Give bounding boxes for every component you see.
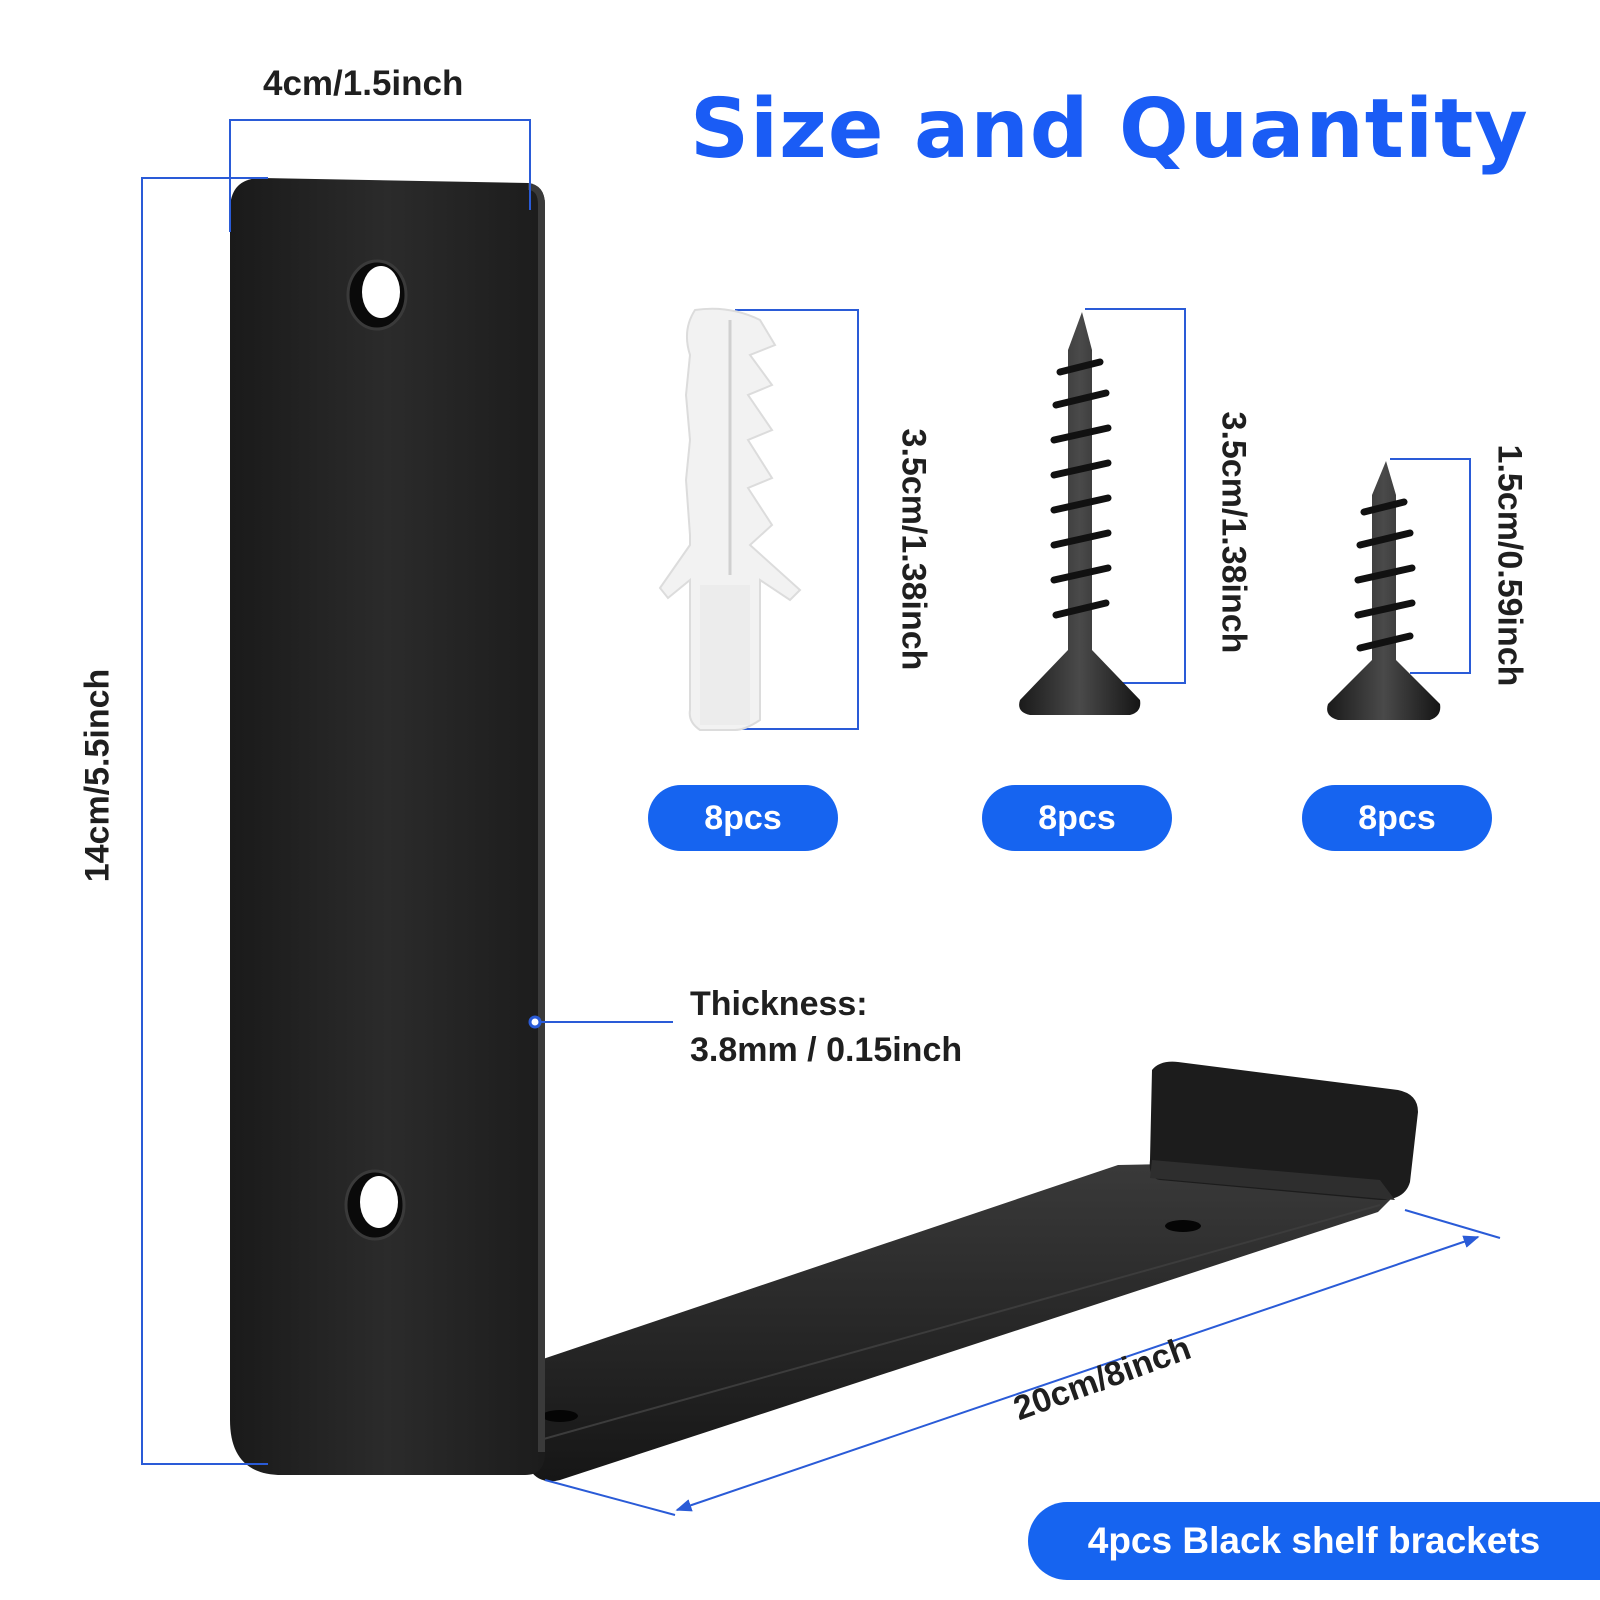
long-screw-size-guide [1085, 308, 1186, 684]
bracket-width-label: 4cm/1.5inch [263, 64, 464, 103]
wall-anchor-icon [658, 307, 802, 731]
anchor-size-guide [735, 309, 859, 730]
length-arrow [675, 1235, 1480, 1512]
short-screw-size-guide [1390, 458, 1471, 674]
arm-hole-icon [542, 1410, 578, 1422]
width-guide [229, 119, 531, 232]
height-guide [141, 177, 268, 1465]
thickness-marker [528, 1015, 542, 1029]
arm-hole-icon [1165, 1220, 1201, 1232]
thickness-value: 3.8mm / 0.15inch [690, 1031, 963, 1069]
long-screw-icon [1019, 312, 1141, 715]
long-screw-size-label: 3.5cm/1.38inch [1214, 411, 1253, 654]
page-title: Size and Quantity [690, 82, 1529, 177]
bracket-height-label: 14cm/5.5inch [78, 668, 117, 883]
bracket-end-lip [1149, 1061, 1418, 1200]
long-screw-quantity-badge: 8pcs [982, 785, 1172, 851]
short-screw-size-label: 1.5cm/0.59inch [1490, 444, 1529, 687]
anchor-size-label: 3.5cm/1.38inch [894, 428, 933, 671]
thickness-label: Thickness: [690, 985, 868, 1023]
bracket-lip-highlight [1150, 1160, 1395, 1200]
dimension-guides [141, 119, 1501, 1516]
short-screw-icon [1327, 461, 1441, 720]
anchor-quantity-badge: 8pcs [648, 785, 838, 851]
short-screw-quantity-badge: 8pcs [1302, 785, 1492, 851]
bracket-vertical-plate [230, 178, 545, 1475]
product-banner: 4pcs Black shelf brackets [1028, 1502, 1600, 1580]
